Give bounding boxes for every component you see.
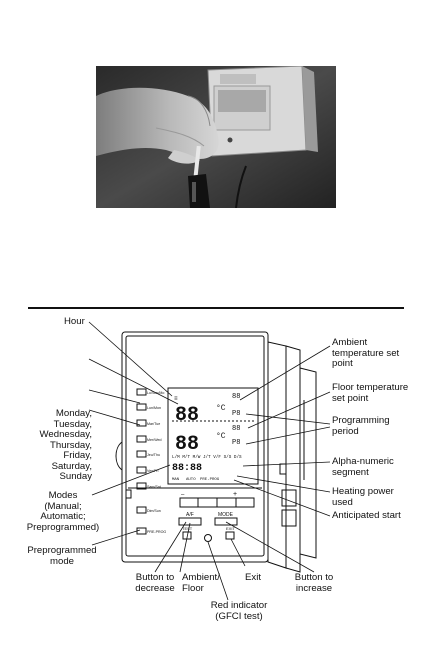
label-anticipated-start: Anticipated start [332,510,401,521]
label-modes: Modes (Manual; Automatic; Preprogrammed) [26,490,100,533]
hand-icon [96,87,219,164]
thermostat-icon [207,66,318,157]
label-button-decrease: Button to decrease [135,572,175,594]
minus-label: – [181,492,185,498]
label-programming-period: Programming period [332,415,390,437]
label-hour: Hour [64,316,85,327]
lcd-unit-bottom: °C [216,432,226,441]
screwdriver-icon [188,145,210,208]
exit-button-label: EXIT [226,526,235,531]
lcd-unit-top: °C [216,404,226,413]
installation-photo [96,66,336,208]
day-button-label: Mer/Wed [147,438,162,442]
label-alpha-numeric: Alpha-numeric segment [332,456,394,478]
mode-button-label: MODE [218,512,234,518]
label-days: Monday, Tuesday, Wednesday, Thursday, Fr… [39,408,92,482]
day-button-label: PRE-PROG [147,530,166,534]
lcd-mode-preprog: PRE-PROG [200,478,220,482]
lcd-day-row: L/M M/T M/W J/T V/F S/S D/S [172,455,242,460]
lcd-clock: 88:88 [172,463,202,474]
label-exit: Exit [245,572,261,583]
day-button-label: Mar/Tue [147,422,160,426]
lcd-mode-man: MAN [172,478,180,482]
lcd-mode-auto: AUTO [186,478,196,482]
lcd-small-top: 88 [232,393,240,401]
day-button-label: Ven/Fri [147,469,159,473]
test-button-label: TEST [182,526,193,531]
section-divider [28,307,404,309]
thermostat-diagram: ≡ 88 °C 88 P8 88 °C 88 P8 L/M M/T M/W J/… [88,321,331,601]
af-button-label: A/F [186,512,194,518]
label-ambient-setpoint: Ambient temperature set point [332,337,400,369]
day-button-label: Lun/Mon [147,406,161,410]
plus-label: + [233,491,237,498]
day-button-label: Dim/Sun [147,509,161,513]
lcd-floor-digits: 88 [175,433,199,456]
day-button-label: Sam/Sat [147,485,161,489]
label-ambient-floor: Ambient/ Floor [182,572,220,594]
day-button-column [136,388,147,535]
label-heating-power: Heating power used [332,486,394,508]
label-preprogrammed-mode: Preprogrammed mode [27,545,97,567]
lcd-small-bottom: 88 [232,425,240,433]
svg-text:≡: ≡ [174,395,178,402]
callout-lines [88,321,331,601]
label-button-increase: Button to increase [294,572,334,594]
label-red-indicator: Red indicator (GFCI test) [210,600,268,622]
day-button-label: Jeu/Thu [147,453,160,457]
lcd-p-label-top: P8 [232,410,240,418]
lcd-ambient-digits: 88 [175,404,199,427]
label-floor-setpoint: Floor temperature set point [332,382,409,404]
lcd-p-label-bottom: P8 [232,439,240,447]
